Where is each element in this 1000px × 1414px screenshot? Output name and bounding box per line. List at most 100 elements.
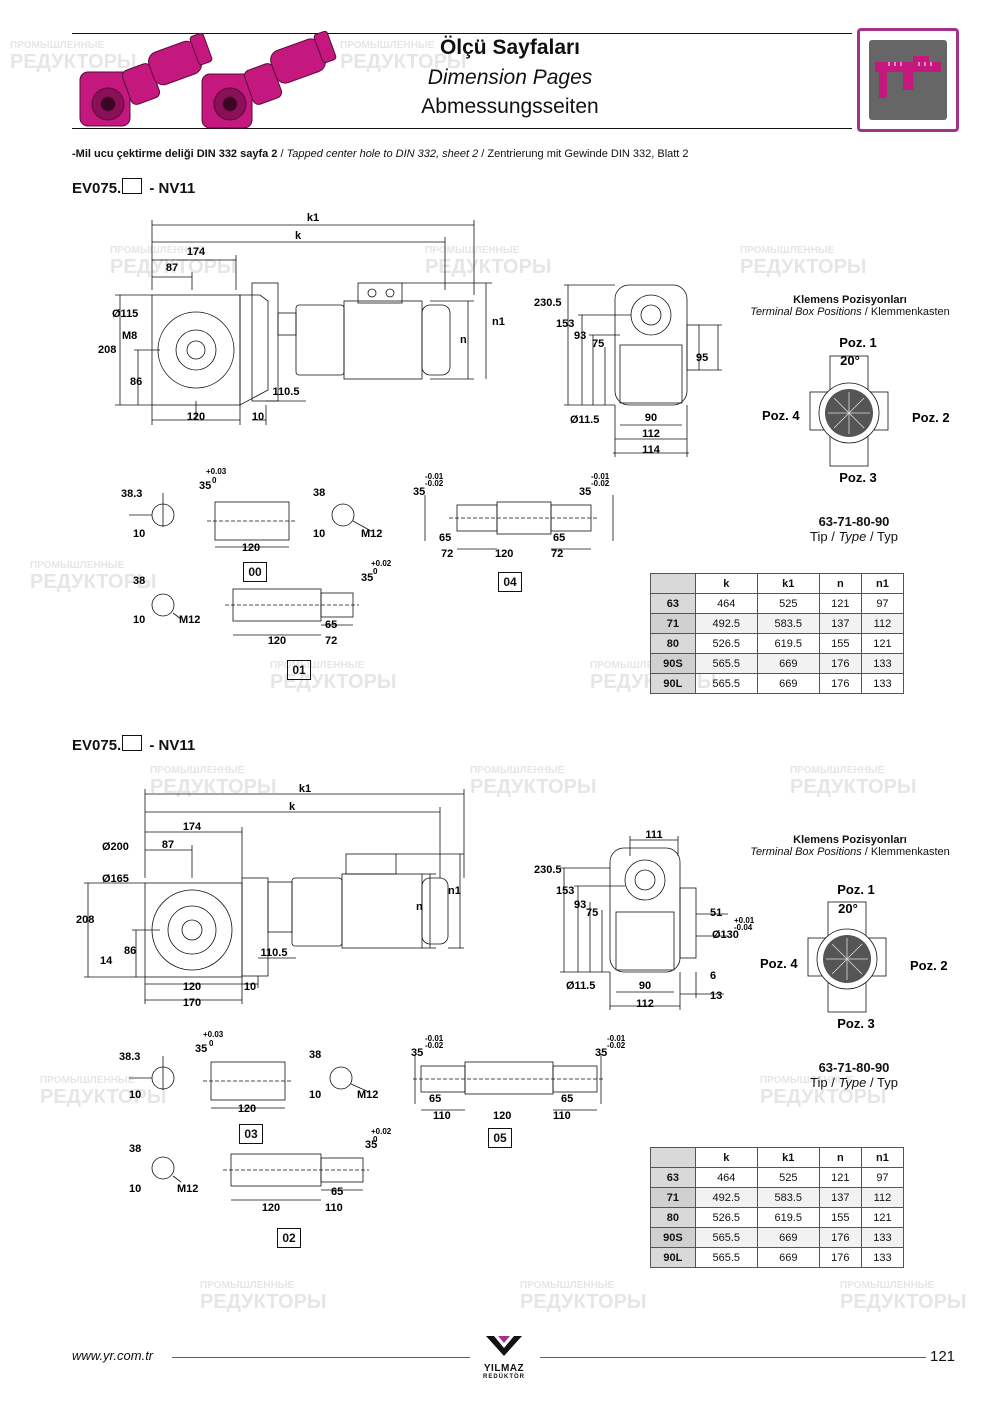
- poz-2: Poz. 2: [912, 410, 950, 425]
- poz-1: Poz. 1: [839, 335, 877, 350]
- table-row: 90L 565.5 669 176 133: [650, 673, 905, 694]
- caliper-logo: [857, 28, 959, 132]
- tol-up: +0.02: [371, 1127, 392, 1136]
- dim-38: 38: [313, 487, 325, 499]
- brand-name: YILMAZ: [483, 1363, 525, 1374]
- table-cell: 90L: [650, 673, 696, 694]
- dim-6: 6: [710, 970, 716, 982]
- yilmaz-logo-icon: [486, 1336, 522, 1356]
- shaft-label-00: 00: [243, 562, 267, 582]
- dim-208: 208: [98, 344, 116, 356]
- table-cell: 525: [756, 593, 820, 614]
- dim-153: 153: [556, 318, 574, 330]
- dim-d200: Ø200: [102, 841, 129, 853]
- gearmotor-side-view-1: k1 k 174 87 Ø115 M8 208 86 120 10 110.5 …: [98, 212, 505, 425]
- dim-14: 14: [100, 955, 113, 967]
- tol-lo: -0.02: [607, 1041, 625, 1050]
- dim-38-3: 38.3: [121, 488, 142, 500]
- tol-lo: 0: [373, 1135, 378, 1144]
- dimension-table-2: k k1 n n1 63 464 525 121 97 71 492.5 583…: [650, 1147, 905, 1268]
- table-header: n1: [860, 573, 905, 594]
- dim-k1: k1: [307, 212, 319, 224]
- dim-13: 13: [710, 990, 722, 1002]
- table-header: [650, 573, 696, 594]
- dim-35: 35: [361, 572, 373, 584]
- dim-72: 72: [325, 635, 337, 647]
- dim-174: 174: [187, 246, 206, 258]
- table-cell: 121: [860, 633, 905, 654]
- dim-10: 10: [244, 981, 256, 993]
- tol-lo: -0.02: [425, 479, 444, 488]
- dim-110: 110: [325, 1202, 343, 1214]
- dim-51: 51: [710, 907, 722, 919]
- dim-65: 65: [553, 532, 565, 544]
- section-title-2: EV075. - NV11: [72, 735, 196, 754]
- dim-65: 65: [429, 1093, 441, 1105]
- dim-230-5: 230.5: [534, 297, 562, 309]
- table-cell: 669: [756, 1247, 820, 1268]
- dim-110: 110: [553, 1110, 571, 1122]
- dim-38: 38: [129, 1143, 141, 1155]
- dim-n: n: [416, 901, 423, 913]
- product-photo: [79, 30, 337, 129]
- table-cell: 71: [650, 1187, 696, 1208]
- footer-url[interactable]: www.yr.com.tr: [72, 1348, 154, 1363]
- table-header: k: [694, 1147, 758, 1168]
- table-row: 71 492.5 583.5 137 112: [650, 1187, 905, 1208]
- table-header: k1: [756, 573, 820, 594]
- dim-35: 35: [199, 480, 211, 492]
- shaft-label-01: 01: [287, 660, 311, 680]
- gearmotor-side-view-2: k1 k 174 Ø200 87 Ø165 208 86 14 120 10 1…: [76, 783, 465, 1009]
- table-row: 90S 565.5 669 176 133: [650, 1227, 905, 1248]
- dim-k: k: [295, 230, 302, 242]
- dim-65: 65: [439, 532, 451, 544]
- table-cell: 90L: [650, 1247, 696, 1268]
- dim-d130: Ø130: [712, 929, 739, 941]
- shaft-label-02: 02: [277, 1228, 301, 1248]
- table-cell: 176: [818, 653, 862, 674]
- dim-m8: M8: [122, 330, 137, 342]
- dim-72: 72: [551, 548, 563, 560]
- dim-n: n: [460, 334, 467, 346]
- dim-n1: n1: [448, 885, 461, 897]
- table-cell: 137: [818, 613, 862, 634]
- dim-86: 86: [130, 376, 142, 388]
- table-cell: 90S: [650, 1227, 696, 1248]
- page-title-en: Dimension Pages: [427, 66, 593, 89]
- tol-up: -0.01: [607, 1034, 625, 1043]
- table-row: 90S 565.5 669 176 133: [650, 653, 905, 674]
- table-cell: 526.5: [694, 633, 758, 654]
- dim-35: 35: [595, 1047, 607, 1059]
- dim-35: 35: [411, 1047, 423, 1059]
- tol-lo: 0: [212, 476, 217, 485]
- table-header: n: [818, 573, 862, 594]
- footer-rule-right: [540, 1357, 926, 1358]
- table-cell: 565.5: [694, 1247, 758, 1268]
- table-cell: 176: [818, 1227, 862, 1248]
- dim-120: 120: [242, 542, 260, 554]
- footer-rule-left: [172, 1357, 470, 1358]
- shaft-drawings-2: 38.3 10 35 +0.03 0 120 38 10 M12 35 -0.0…: [119, 1030, 625, 1214]
- tol-up: +0.03: [206, 467, 227, 476]
- dim-10: 10: [252, 411, 264, 423]
- din-note: -Mil ucu çektirme deliği DIN 332 sayfa 2…: [72, 148, 689, 160]
- dim-120: 120: [238, 1103, 256, 1115]
- gearmotor-front-view-2: 111 230.5 153 93 75 51 +0.01 -0.04 Ø130 …: [534, 829, 755, 1010]
- tol-up: +0.02: [371, 559, 392, 568]
- table-cell: 63: [650, 593, 696, 614]
- dim-93: 93: [574, 330, 586, 342]
- dim-38: 38: [309, 1049, 321, 1061]
- dim-72: 72: [441, 548, 453, 560]
- table-cell: 583.5: [756, 613, 820, 634]
- dim-230-5: 230.5: [534, 864, 562, 876]
- dim-87: 87: [162, 839, 174, 851]
- dim-110-5: 110.5: [261, 947, 288, 959]
- tol-lo: 0: [209, 1039, 214, 1048]
- table-header: n1: [860, 1147, 905, 1168]
